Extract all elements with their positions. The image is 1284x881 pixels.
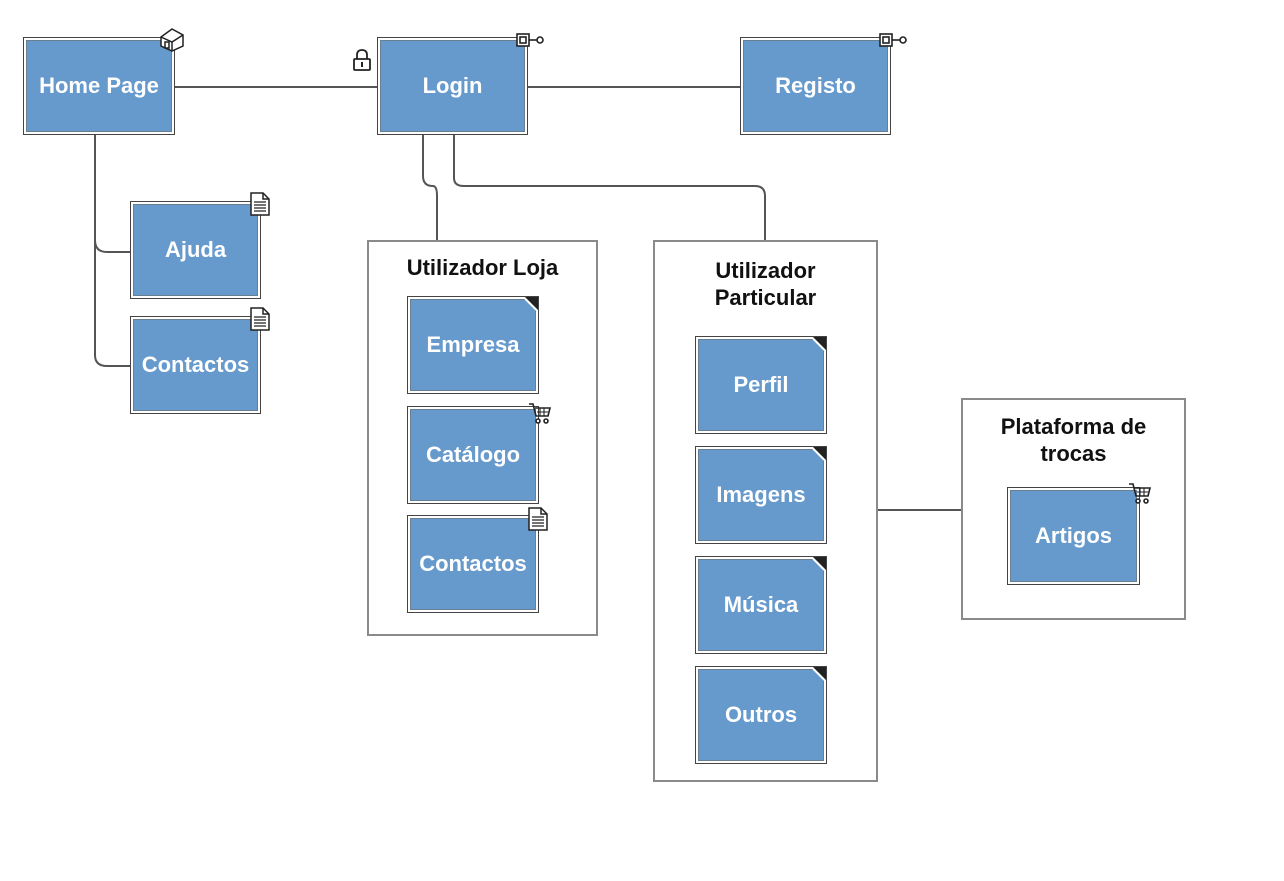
page-fold [813,337,826,350]
contactos-loja-label: Contactos [419,551,527,576]
registo-node[interactable]: Registo [740,37,891,135]
home-page-node[interactable]: Home Page [23,37,175,135]
plataforma-trocas-group: Plataforma de trocas [961,398,1186,620]
connector-home-contactos [94,240,132,367]
registo-label: Registo [775,73,856,98]
key-icon [879,33,907,47]
ajuda-node[interactable]: Ajuda [130,201,261,299]
document-icon [250,307,270,331]
page-fold [813,667,826,680]
cart-icon [1129,483,1152,504]
imagens-node[interactable]: Imagens [695,446,827,544]
connector-login-particular [453,135,766,241]
catalogo-label: Catálogo [425,442,521,467]
catalogo-node[interactable]: Catálogo [407,406,539,504]
document-icon [250,192,270,216]
artigos-node[interactable]: Artigos [1007,487,1140,585]
ajuda-label: Ajuda [164,237,227,262]
artigos-label: Artigos [1035,523,1112,548]
document-icon [528,507,548,531]
outros-label: Outros [724,702,798,727]
connector-login-loja [422,135,438,241]
outros-node[interactable]: Outros [695,666,827,764]
key-icon [516,33,544,47]
utilizador-particular-title-line2: Particular [714,285,817,310]
login-node[interactable]: Login [377,37,528,135]
cart-icon [529,403,552,424]
home-page-label: Home Page [39,73,159,98]
home-icon [160,28,184,52]
empresa-node[interactable]: Empresa [407,296,539,394]
connector-home-ajuda [94,135,132,253]
page-fold [813,447,826,460]
page-fold [813,557,826,570]
login-label: Login [422,73,483,98]
contactos-home-node[interactable]: Contactos [130,316,261,414]
lock-icon [353,49,371,71]
plataforma-title-line2: trocas [1040,441,1107,466]
plataforma-title-line1: Plataforma de [1000,414,1147,439]
perfil-node[interactable]: Perfil [695,336,827,434]
contactos-loja-node[interactable]: Contactos [407,515,539,613]
page-fold [525,297,538,310]
musica-node[interactable]: Música [695,556,827,654]
perfil-label: Perfil [733,372,789,397]
empresa-label: Empresa [426,332,520,357]
utilizador-particular-title-line1: Utilizador [715,258,816,283]
utilizador-loja-title: Utilizador Loja [406,255,559,280]
musica-label: Música [723,592,799,617]
imagens-label: Imagens [716,482,806,507]
contactos-home-label: Contactos [141,352,250,377]
